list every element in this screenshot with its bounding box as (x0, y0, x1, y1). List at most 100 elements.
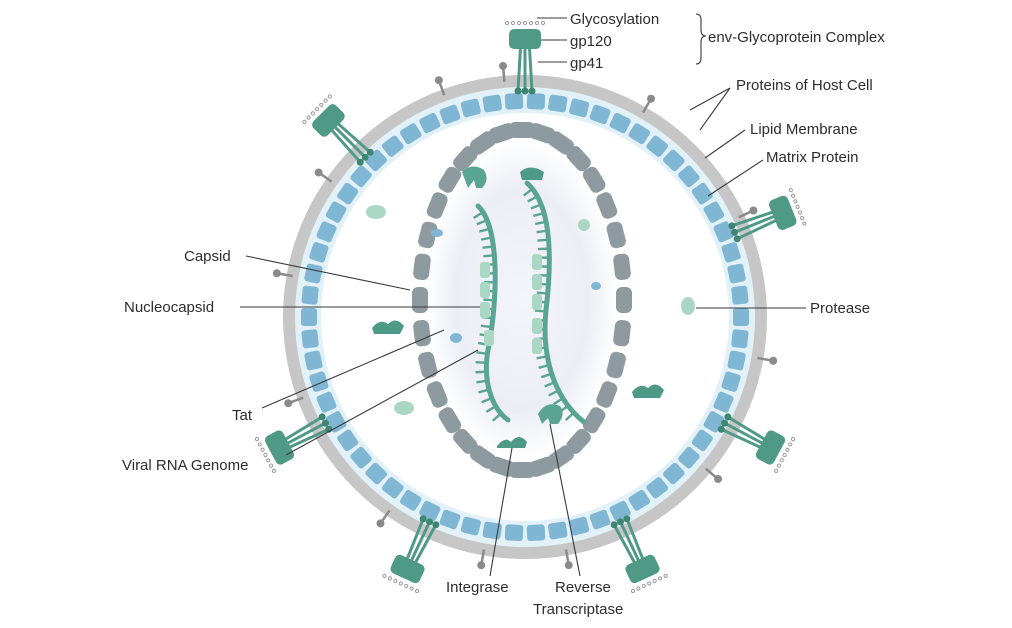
matrix-protein-block (663, 149, 685, 172)
glycosylation-dot (382, 573, 387, 578)
gp41-anchor (425, 518, 433, 526)
matrix-protein-block (646, 135, 669, 157)
matrix-protein-block (350, 165, 372, 188)
label-capsid: Capsid (184, 248, 231, 265)
rna-base (534, 309, 546, 313)
protein-light-1 (366, 205, 386, 219)
integrase-protein (497, 437, 527, 448)
gp41-anchor (728, 222, 736, 230)
matrix-protein-block (569, 98, 590, 118)
label-protease: Protease (810, 300, 870, 317)
rna-base (480, 236, 493, 241)
glycosylation-dot (790, 193, 796, 198)
glycosylation-dot (310, 111, 315, 116)
rna-base (538, 363, 550, 369)
tat-protein (431, 229, 443, 237)
glycosylation-dot (398, 581, 403, 586)
capsid-segment (438, 166, 462, 193)
glycosylation-dot (641, 583, 646, 589)
matrix-protein-block (526, 524, 546, 542)
rna-base (485, 405, 497, 413)
env-glycoprotein-spikes (254, 20, 807, 594)
matrix-protein-block (337, 182, 359, 205)
label-glycosylation: Glycosylation (570, 11, 659, 28)
glycosylation-dot (658, 576, 663, 581)
host-protein-head (714, 474, 723, 483)
rna-base (527, 195, 538, 203)
matrix-protein-block (325, 201, 347, 223)
gp41-anchor (617, 518, 625, 526)
matrix-protein-block (663, 462, 685, 485)
nucleocapsid-protein (480, 302, 490, 318)
capsid-segment (596, 192, 618, 219)
rna-base (530, 203, 542, 210)
rna-base (480, 324, 492, 329)
glycosylation-dot (315, 107, 320, 112)
leader-lines (240, 13, 806, 577)
rna-base (491, 412, 502, 422)
matrix-protein-block (646, 477, 669, 499)
glycosylation-dot (528, 20, 534, 26)
gp120-head (625, 554, 660, 584)
rna-base (476, 219, 488, 226)
gp41-anchor (610, 521, 618, 529)
gp41-anchor (528, 87, 536, 95)
host-protein-head (647, 94, 655, 103)
host-protein-head (564, 561, 573, 570)
glycosylation-dot (271, 468, 276, 474)
gp41-anchor (321, 419, 329, 427)
rna-base (536, 355, 548, 360)
capsid-segment (582, 407, 606, 434)
matrix-protein-block (460, 516, 481, 536)
glycosylation-dot (785, 447, 790, 452)
matrix-protein-block (569, 516, 590, 536)
matrix-protein-block (713, 221, 734, 243)
matrix-protein-block (482, 94, 502, 113)
matrix-protein-block (350, 446, 372, 469)
label-matrix-protein: Matrix Protein (766, 149, 859, 166)
capsid-segment (528, 456, 556, 477)
rna-base (479, 227, 491, 233)
rna-base (482, 245, 494, 249)
env-spike (610, 515, 668, 594)
capsid-segment (509, 462, 535, 478)
protein-small-2 (450, 333, 462, 343)
reverse-transcriptase-bottom (538, 404, 563, 424)
matrix-protein-block (526, 92, 546, 110)
label-gp41: gp41 (570, 55, 603, 72)
glycosylation-dot (636, 586, 641, 591)
rna-strand-right (524, 180, 587, 425)
capsid-segment (488, 456, 516, 477)
rna-base (536, 229, 548, 234)
host-protein-head (272, 269, 281, 278)
matrix-protein-block (678, 446, 700, 469)
glycosylation-dot (404, 583, 409, 589)
matrix-protein-block (301, 285, 319, 305)
capsid-segment (470, 131, 496, 155)
glycosylation-dot (254, 437, 260, 442)
matrix-protein-block (589, 104, 611, 125)
gp120-head (509, 29, 541, 49)
matrix-protein-block (628, 489, 650, 511)
gp41-anchor (731, 228, 739, 236)
label-reverse: Reverse (555, 579, 611, 596)
env-spike (254, 413, 333, 474)
label-lipid-membrane: Lipid Membrane (750, 121, 858, 138)
glycosylation-dot (306, 115, 311, 120)
matrix-protein-block (691, 429, 713, 452)
gp120-head (390, 554, 425, 584)
rna-base (476, 379, 488, 384)
matrix-protein-block (609, 112, 631, 134)
glycosylation-dot (802, 221, 807, 226)
matrix-protein-block (316, 391, 337, 413)
matrix-protein-block (628, 123, 650, 145)
glycosylation-dot (266, 458, 271, 463)
capsid-segment (616, 287, 632, 313)
matrix-protein-block (381, 135, 404, 157)
matrix-protein-block (301, 329, 319, 349)
rna-base (483, 254, 495, 258)
capsid-segment (418, 351, 438, 379)
capsid-segment (613, 253, 631, 281)
matrix-protein-block (678, 165, 700, 188)
label-viral-rna: Viral RNA Genome (122, 457, 248, 474)
